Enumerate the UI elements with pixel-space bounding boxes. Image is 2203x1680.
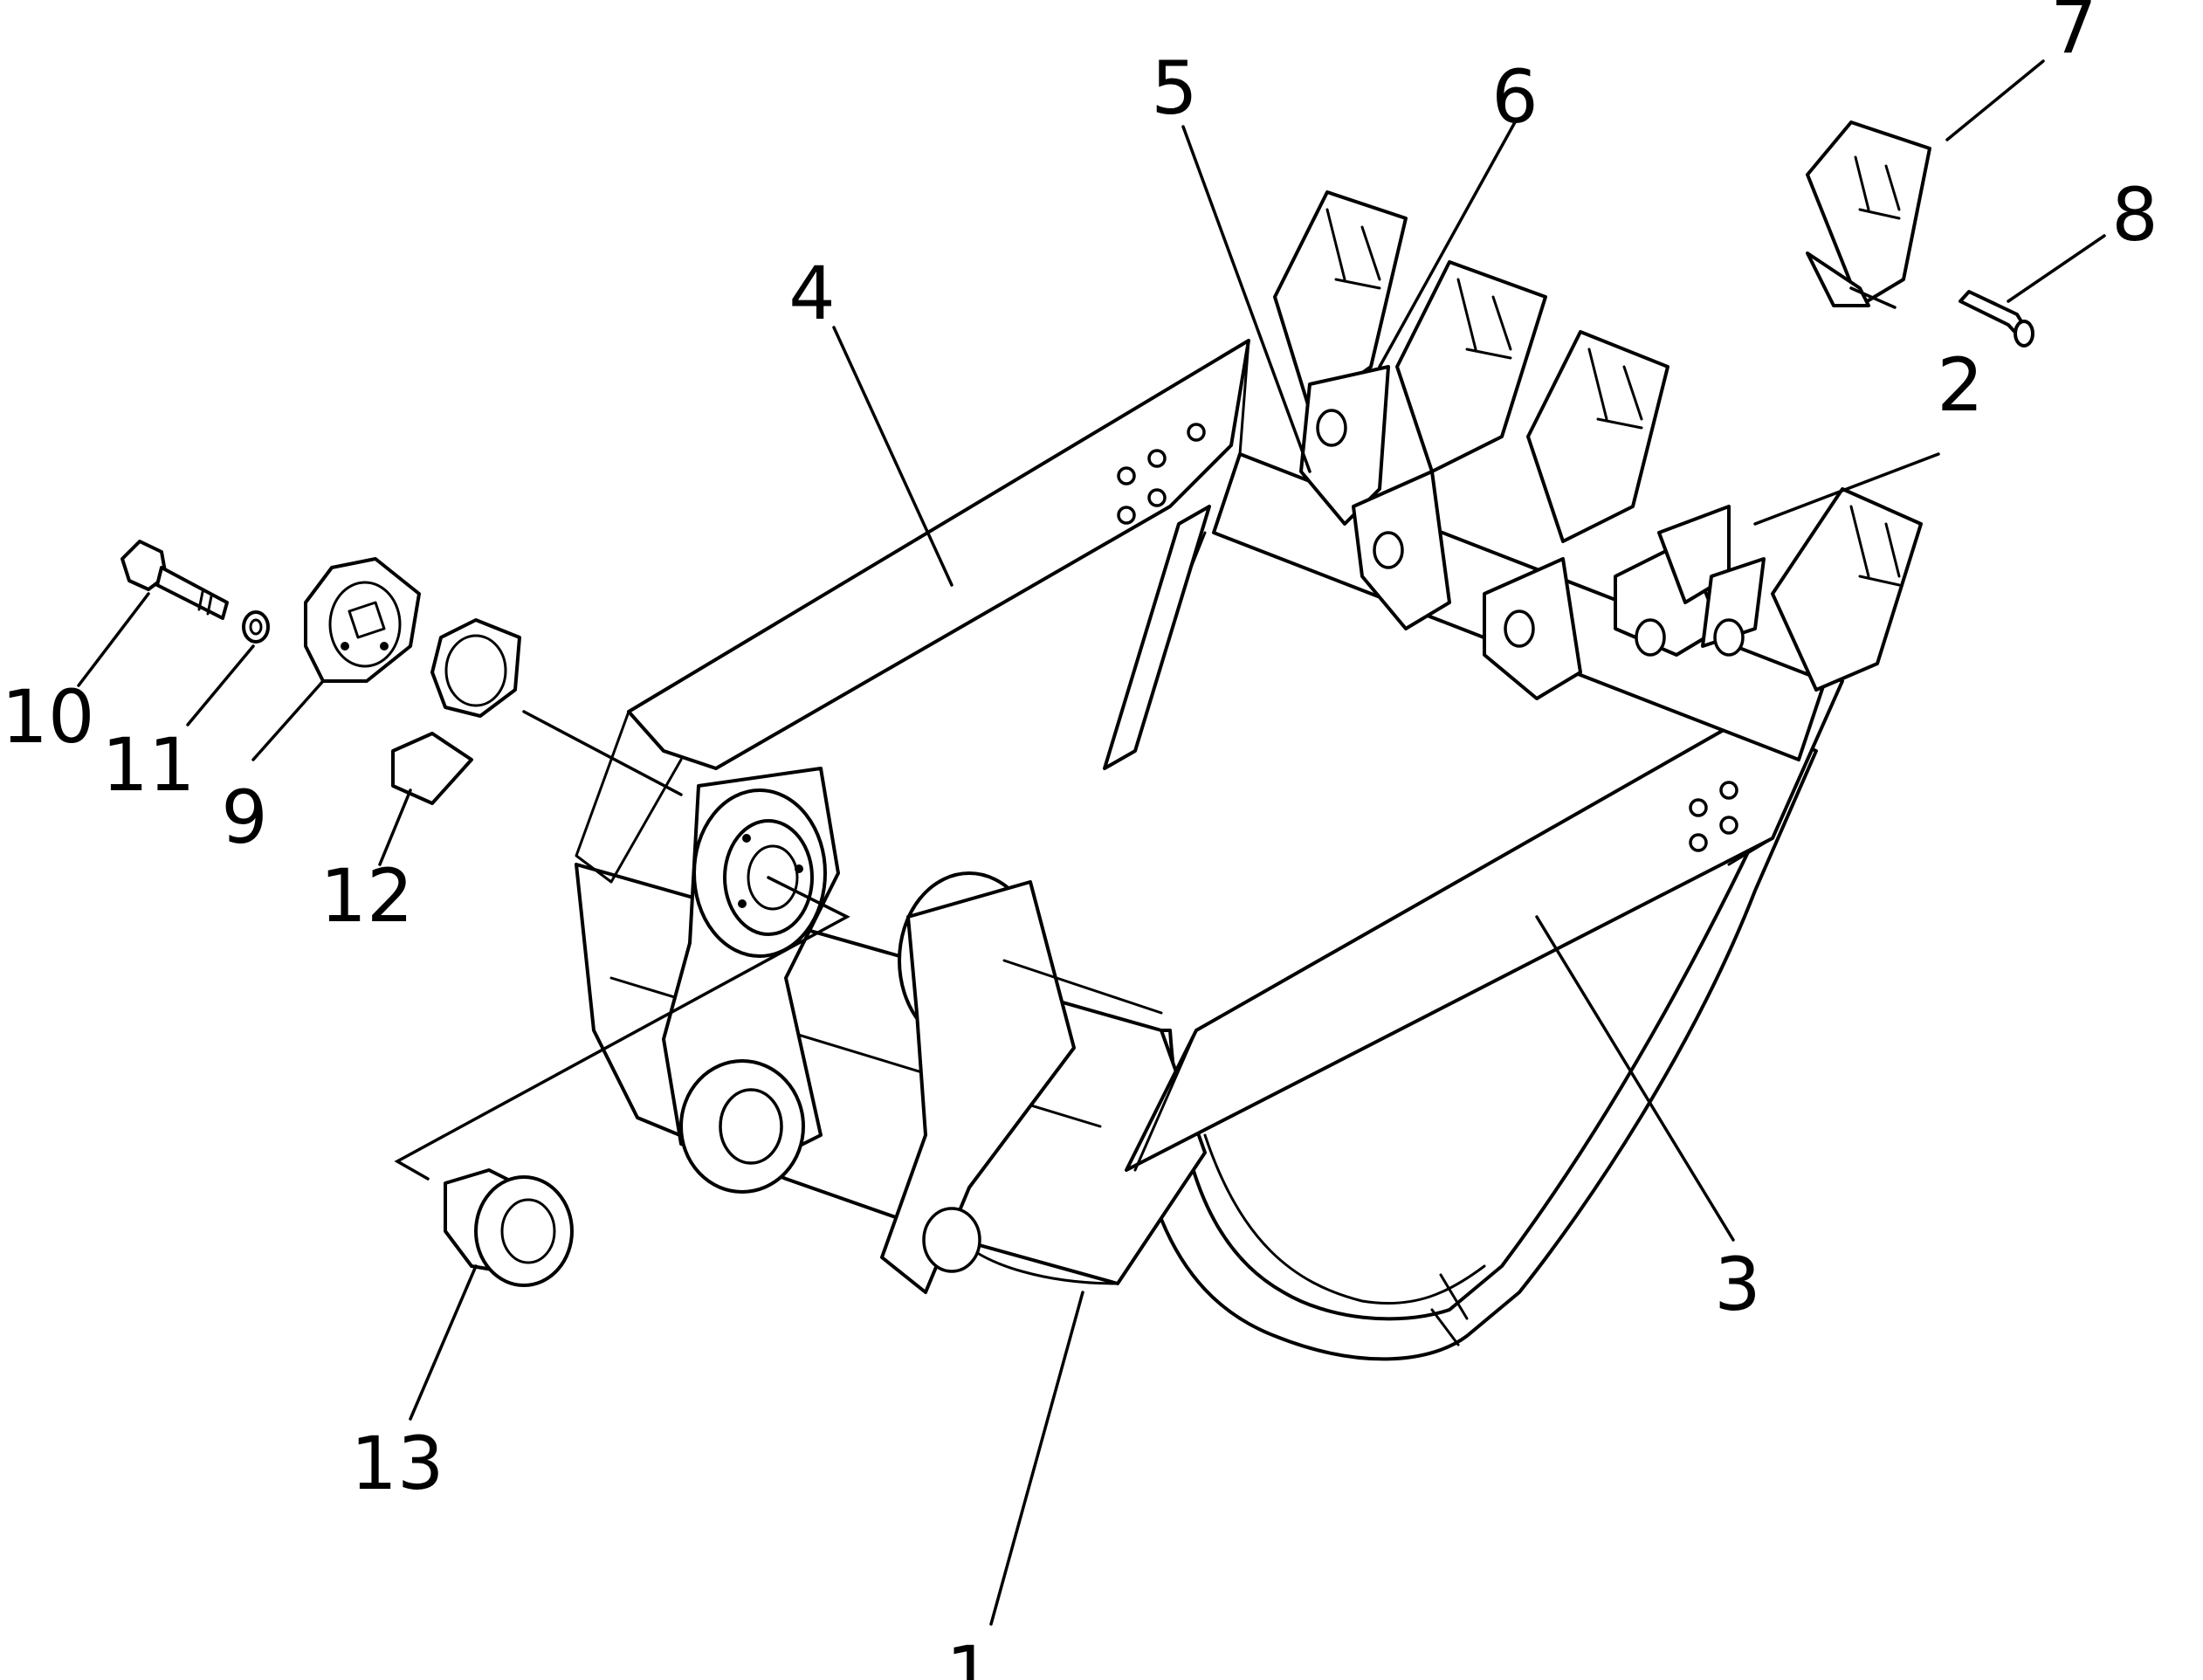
callout-2: 2 <box>1937 342 1983 428</box>
leader-6 <box>1378 120 1517 368</box>
assembly-lines <box>394 286 1897 1181</box>
callout-7: 7 <box>2050 0 2096 70</box>
leader-12 <box>378 788 412 866</box>
callout-3: 3 <box>1714 1242 1760 1327</box>
bushing <box>444 1168 574 1287</box>
leader-10 <box>77 592 150 687</box>
callout-11: 11 <box>102 722 196 808</box>
callout-labels: 1 2 3 4 5 6 7 8 9 10 11 12 13 <box>2 0 2158 1680</box>
side-plate-left <box>575 339 1250 884</box>
leader-lines <box>77 59 2106 1626</box>
leader-9 <box>251 679 325 761</box>
callout-4: 4 <box>788 251 835 336</box>
callout-9: 9 <box>221 775 267 860</box>
leader-1 <box>989 1291 1084 1626</box>
callout-6: 6 <box>1491 54 1538 140</box>
tooth-2 <box>1352 260 1547 630</box>
leader-13 <box>409 1264 478 1421</box>
callout-10: 10 <box>2 674 95 760</box>
tooth-5 <box>1771 487 1923 692</box>
callout-13: 13 <box>351 1421 444 1506</box>
leader-8 <box>2007 234 2106 303</box>
leader-4 <box>832 326 953 587</box>
tooth-pin <box>1959 290 2034 348</box>
side-plate-right <box>1125 671 1844 1172</box>
callout-1: 1 <box>946 1630 992 1680</box>
leader-7 <box>1945 59 2045 141</box>
callout-5: 5 <box>1151 45 1197 131</box>
leader-3 <box>1535 915 1735 1242</box>
retainer-plate <box>304 557 421 683</box>
adapter-row <box>1614 505 1766 657</box>
leader-11 <box>186 644 255 726</box>
tooth-3 <box>1483 330 1669 700</box>
callout-8: 8 <box>2111 172 2158 258</box>
tooth-4-separate <box>1806 120 1931 307</box>
shim <box>391 618 521 805</box>
teeth-row <box>1273 120 1931 700</box>
callout-12: 12 <box>320 853 414 939</box>
tooth-1 <box>1273 190 1408 526</box>
leader-2 <box>1753 452 1940 526</box>
bolt <box>120 540 229 620</box>
leader-5 <box>1181 125 1311 473</box>
washer <box>242 610 270 644</box>
